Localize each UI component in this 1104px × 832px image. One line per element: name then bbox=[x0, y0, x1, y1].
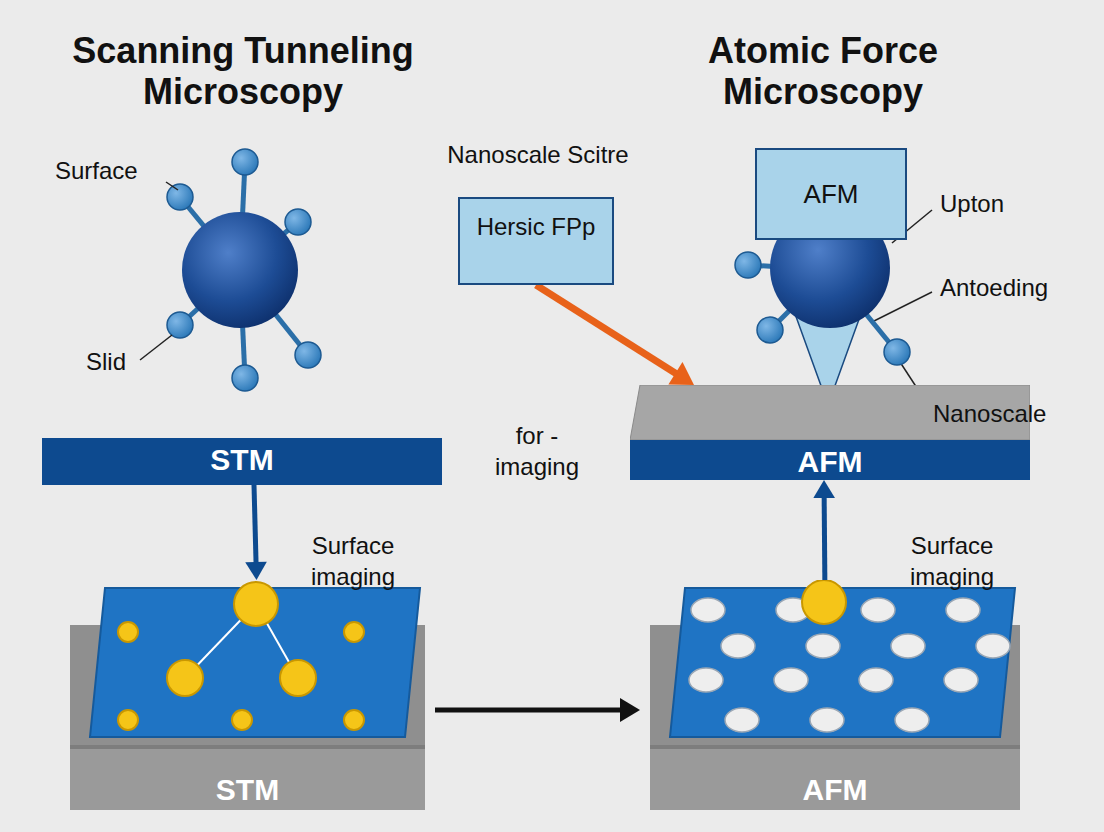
connector-line bbox=[435, 707, 622, 712]
gold-atom bbox=[234, 582, 278, 626]
surface-bump bbox=[861, 598, 895, 622]
stm-sample-plate: STM bbox=[60, 580, 435, 812]
note: Surface imaging bbox=[288, 530, 418, 592]
surface-bump bbox=[721, 634, 755, 658]
gold-atom bbox=[167, 660, 203, 696]
gold-atom bbox=[344, 710, 364, 730]
surface-bump bbox=[944, 668, 978, 692]
part-label: Nanoscale bbox=[933, 398, 1073, 429]
stm-molecule bbox=[180, 162, 308, 378]
gold-atom bbox=[344, 622, 364, 642]
arrowhead bbox=[620, 698, 640, 722]
surface-bump bbox=[946, 598, 980, 622]
surface-bump bbox=[859, 668, 893, 692]
gold-atom bbox=[280, 660, 316, 696]
surface-bump bbox=[774, 668, 808, 692]
gold-atom bbox=[232, 710, 252, 730]
node-text: AFM bbox=[640, 770, 1030, 809]
heading: Scanning Tunneling Microscopy bbox=[43, 30, 443, 113]
node-text: STM bbox=[42, 440, 442, 479]
surface-bump bbox=[806, 634, 840, 658]
surface-bump bbox=[976, 634, 1010, 658]
part-label: Antoeding bbox=[940, 272, 1080, 303]
part-label: Slid bbox=[86, 346, 146, 377]
surface-bump bbox=[810, 708, 844, 732]
stm-atoms bbox=[167, 149, 321, 391]
node-text: AFM bbox=[630, 442, 1030, 481]
arrowhead bbox=[245, 562, 267, 580]
surface-bump bbox=[895, 708, 929, 732]
connector bbox=[435, 698, 640, 722]
surface-atoms bbox=[118, 582, 364, 730]
gold-atom bbox=[802, 580, 846, 624]
node-text: STM bbox=[60, 770, 435, 809]
gold-atom bbox=[118, 710, 138, 730]
arrowhead bbox=[813, 480, 835, 498]
stage-band bbox=[630, 440, 1030, 480]
part-label: Upton bbox=[940, 188, 1060, 219]
surface-bump bbox=[691, 598, 725, 622]
plate-front-edge bbox=[650, 745, 1020, 749]
connector bbox=[813, 480, 835, 580]
gold-atom bbox=[118, 622, 138, 642]
heading: Atomic Force Microscopy bbox=[663, 30, 983, 113]
node-text: Nanoscale Scitre bbox=[438, 139, 638, 170]
surface-atoms bbox=[689, 580, 1010, 732]
afm-sample-plate: AFM bbox=[640, 580, 1030, 812]
surface-bump bbox=[891, 634, 925, 658]
connector-line bbox=[254, 485, 256, 564]
afm-stage: AFM bbox=[630, 385, 1030, 480]
note: for - imaging bbox=[477, 420, 597, 482]
surface-bump bbox=[725, 708, 759, 732]
node-text: AFM bbox=[757, 178, 905, 212]
process-box: Nanoscale ScitreHersic FPp bbox=[458, 197, 614, 285]
stm-band: STM bbox=[42, 438, 442, 485]
connector-line bbox=[536, 285, 677, 374]
part-label: Surface bbox=[55, 155, 175, 186]
surface-bump bbox=[689, 668, 723, 692]
connector bbox=[536, 285, 694, 385]
note: Surface imaging bbox=[887, 530, 1017, 592]
afm-box: AFM bbox=[755, 148, 907, 240]
plate-front-edge bbox=[70, 745, 425, 749]
stm-core-atom bbox=[182, 212, 298, 328]
node-text: Hersic FPp bbox=[460, 211, 612, 242]
connector bbox=[245, 485, 267, 580]
connector-line bbox=[822, 496, 828, 580]
afm-atoms bbox=[735, 252, 910, 365]
